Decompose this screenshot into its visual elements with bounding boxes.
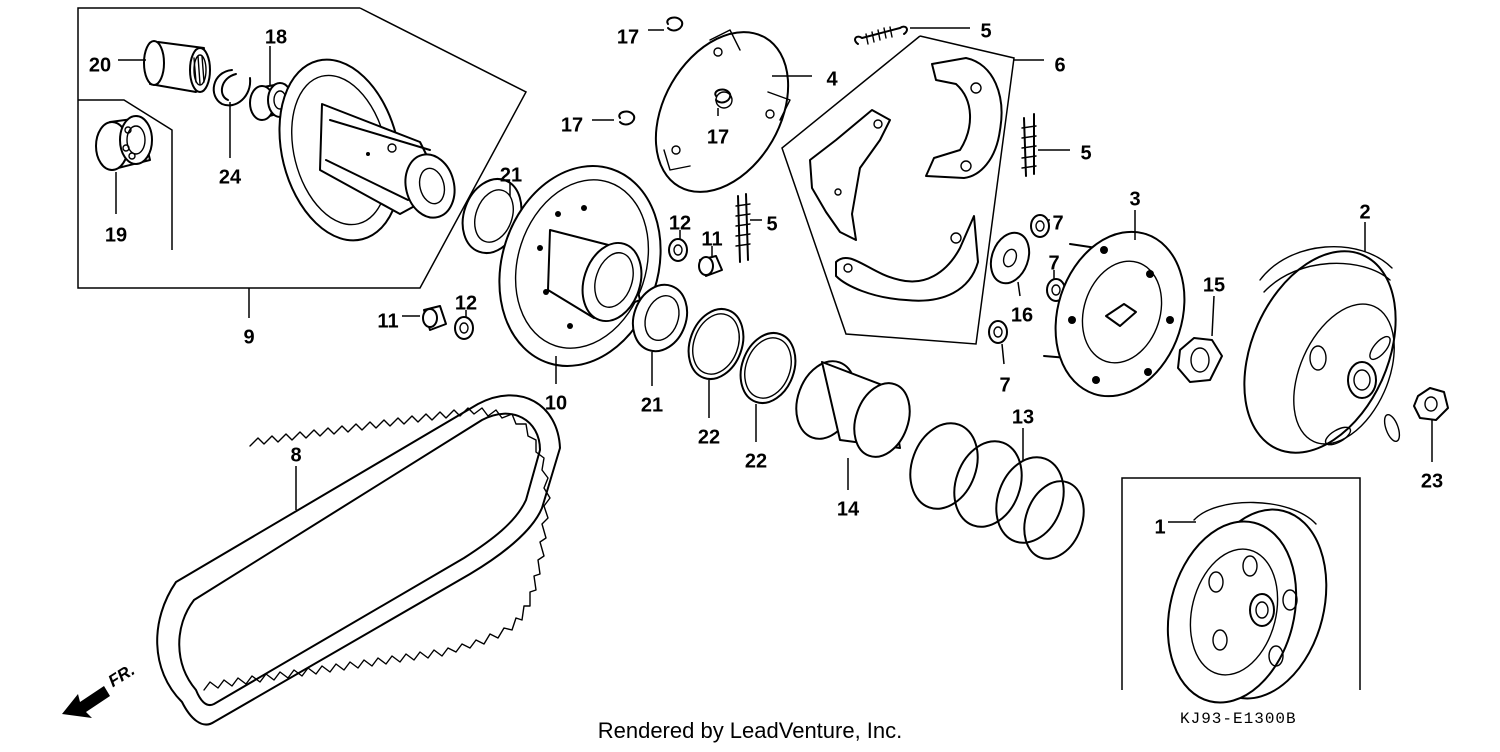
callout-label-16: 16 <box>1011 304 1033 326</box>
callout-label-6: 6 <box>1054 54 1065 76</box>
pin-11-upper <box>698 246 723 277</box>
damper-7-upper <box>1030 214 1050 238</box>
clip-17-top <box>648 16 684 32</box>
callout-label-10: 10 <box>545 392 567 414</box>
callout-label-2: 2 <box>1359 201 1370 223</box>
oil-seal-21-upper <box>461 178 523 254</box>
oil-seal-21-lower <box>631 283 689 386</box>
washer-12-upper <box>668 230 688 262</box>
callout-label-14: 14 <box>837 498 860 520</box>
callout-label-11: 11 <box>701 228 722 250</box>
clutch-shoe-frame-6 <box>781 35 1044 345</box>
spring-5-right <box>1021 113 1070 177</box>
callout-label-8: 8 <box>290 444 301 466</box>
drive-belt-8 <box>156 394 561 726</box>
callout-label-20: 20 <box>89 54 111 76</box>
clip-17-left <box>592 110 636 126</box>
callout-label-18: 18 <box>265 26 287 48</box>
clutch-shoe-left <box>809 109 891 241</box>
drive-face-shaft <box>278 58 456 242</box>
callout-label-24: 24 <box>219 166 242 188</box>
clutch-plate-4 <box>654 29 812 193</box>
callout-label-21: 21 <box>641 394 663 416</box>
callout-label-7: 7 <box>1052 212 1063 234</box>
o-ring-22-left <box>687 308 745 418</box>
callout-label-7: 7 <box>1048 252 1059 274</box>
assembly-frame-9 <box>77 7 528 318</box>
callout-label-5: 5 <box>980 20 991 42</box>
callout-label-17: 17 <box>561 114 583 136</box>
clutch-outer-2 <box>1243 222 1401 454</box>
clip-17-center <box>714 88 732 116</box>
callout-label-4: 4 <box>826 68 838 90</box>
damper-7-lower <box>988 320 1008 365</box>
callout-label-19: 19 <box>105 224 127 246</box>
callout-label-1: 1 <box>1154 516 1165 538</box>
callout-label-22: 22 <box>745 450 767 472</box>
callout-label-23: 23 <box>1421 470 1443 492</box>
clutch-outer-1-option <box>1121 477 1361 704</box>
callout-label-9: 9 <box>243 326 254 348</box>
needle-bearing-20 <box>118 40 211 93</box>
o-ring-22-right <box>739 332 797 442</box>
diagram-code: KJ93-E1300B <box>1180 710 1297 728</box>
callout-label-12: 12 <box>669 212 691 234</box>
driven-face-10 <box>498 165 662 384</box>
callout-label-22: 22 <box>698 426 720 448</box>
front-direction-arrow <box>62 686 110 718</box>
clutch-shoe-upper <box>925 57 1003 179</box>
callout-label-11: 11 <box>377 310 398 332</box>
driven-spring-13 <box>909 422 1085 560</box>
callout-label-7: 7 <box>999 374 1010 396</box>
callout-label-5: 5 <box>1080 142 1091 164</box>
snap-ring-24 <box>212 69 252 158</box>
callout-label-5: 5 <box>766 213 777 235</box>
callout-label-17: 17 <box>707 126 729 148</box>
nut-15 <box>1177 295 1223 383</box>
callout-label-21: 21 <box>500 164 522 186</box>
washer-12-lower <box>454 310 474 340</box>
nut-23 <box>1413 387 1449 462</box>
callout-label-15: 15 <box>1203 274 1225 296</box>
spring-5-top <box>854 25 970 45</box>
washer-16 <box>989 231 1031 297</box>
callout-label-12: 12 <box>455 292 477 314</box>
pin-11-lower <box>402 305 447 331</box>
callout-labels: 1234555677789101111121213141516171717181… <box>89 20 1443 538</box>
spring-5-mid <box>735 193 762 263</box>
callout-label-13: 13 <box>1012 406 1034 428</box>
credit-text: Rendered by LeadVenture, Inc. <box>597 718 903 743</box>
bearing-19 <box>95 115 153 214</box>
drive-plate-3 <box>1043 210 1186 398</box>
clutch-shoe-lower <box>835 215 979 302</box>
seal-collar-14 <box>795 360 911 490</box>
callout-label-3: 3 <box>1129 188 1140 210</box>
callout-label-17: 17 <box>617 26 639 48</box>
